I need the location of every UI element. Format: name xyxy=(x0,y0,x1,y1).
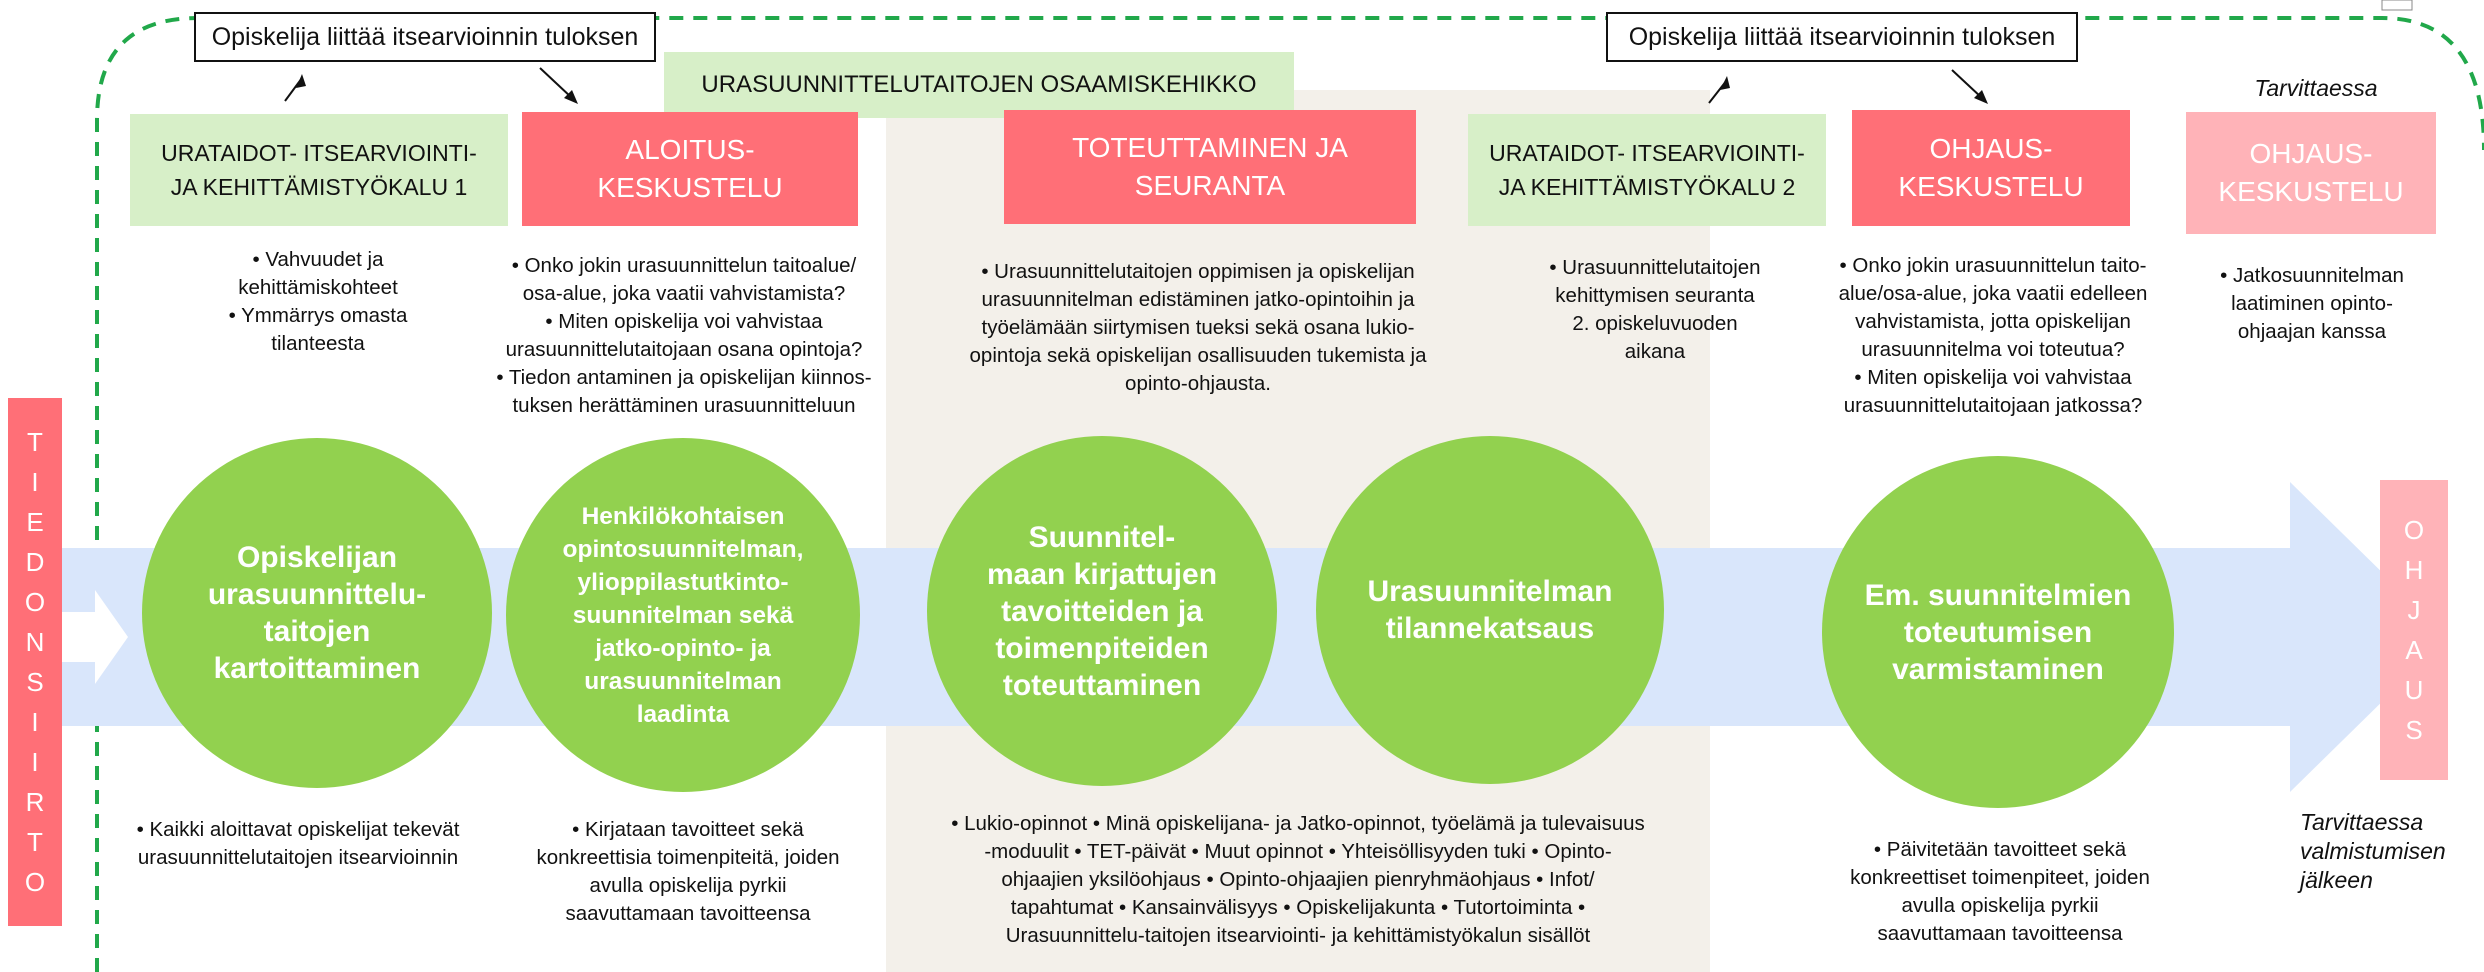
stage-self-assessment-1-label: URATAIDOT- ITSEARVIOINTI- JA KEHITTÄMIST… xyxy=(161,140,477,200)
top-text-3: • Urasuunnittelutaitojen oppimisen ja op… xyxy=(969,260,1427,395)
callout-right-text: Opiskelija liittää itsearvioinnin tuloks… xyxy=(1628,22,2056,51)
stage-ohjauskeskustelu-optional-label: OHJAUS- KESKUSTELU xyxy=(2218,138,2404,207)
side-letter: H xyxy=(2404,555,2424,585)
circle-toteuttaminen: Suunnitel- maan kirjattujen tavoitteiden… xyxy=(927,436,1277,786)
dashed-frame-line xyxy=(95,16,2484,972)
top-text-6: • Jatkosuunnitelman laatiminen opinto- o… xyxy=(2220,264,2404,343)
callout-arrow-right-down xyxy=(1951,69,1983,99)
logo-mark xyxy=(2381,0,2413,11)
stage-ohjauskeskustelu-optional: OHJAUS- KESKUSTELU xyxy=(2186,112,2436,234)
side-bar-tiedonsiirto: T I E D O N S I I R T O xyxy=(8,398,62,926)
side-letter: U xyxy=(2404,675,2424,705)
side-letter: A xyxy=(2405,635,2423,665)
stage-ohjauskeskustelu-label: OHJAUS- KESKUSTELU xyxy=(1898,133,2084,202)
side-letter: I xyxy=(31,707,39,737)
side-letter: T xyxy=(27,427,43,457)
circle-suunnitelman-laadinta: Henkilökohtaisen opintosuunnitelman, yli… xyxy=(506,438,860,792)
circle-varmistaminen: Em. suunnitelmien toteutumisen varmistam… xyxy=(1822,456,2174,808)
callout-left-text: Opiskelija liittää itsearvioinnin tuloks… xyxy=(211,22,639,51)
stage-self-assessment-2: URATAIDOT- ITSEARVIOINTI- JA KEHITTÄMIST… xyxy=(1468,114,1826,226)
top-text-4: • Urasuunnittelutaitojen kehittymisen se… xyxy=(1549,256,1761,363)
side-letter: O xyxy=(24,867,46,897)
bottom-text-2: • Kirjataan tavoitteet sekä konkreettisi… xyxy=(536,818,840,925)
side-letter: S xyxy=(2405,715,2423,745)
stage-aloituskeskustelu-label: ALOITUS- KESKUSTELU xyxy=(597,134,783,203)
circle-tilannekatsaus: Urasuunnitelman tilannekatsaus xyxy=(1316,436,1664,784)
side-bar-ohjaus: O H J A U S xyxy=(2380,480,2448,780)
side-letter: R xyxy=(25,787,45,817)
bottom-text-1: • Kaikki aloittavat opiskelijat tekevät … xyxy=(136,818,460,869)
side-letter: N xyxy=(25,627,45,657)
side-letter: D xyxy=(25,547,45,577)
stage-toteuttaminen: TOTEUTTAMINEN JA SEURANTA xyxy=(1004,110,1416,224)
stage-ohjauskeskustelu: OHJAUS- KESKUSTELU xyxy=(1852,110,2130,226)
framework-title-text: URASUUNNITTELUTAITOJEN OSAAMISKEHIKKO xyxy=(701,71,1257,98)
bottom-text-4: • Päivitetään tavoitteet sekä konkreetti… xyxy=(1850,838,2150,945)
stage-self-assessment-2-label: URATAIDOT- ITSEARVIOINTI- JA KEHITTÄMIST… xyxy=(1489,140,1805,200)
stage-aloituskeskustelu: ALOITUS- KESKUSTELU xyxy=(522,112,858,226)
side-letter: I xyxy=(31,747,39,777)
side-letter: T xyxy=(27,827,43,857)
callout-right: Opiskelija liittää itsearvioinnin tuloks… xyxy=(1606,12,2078,62)
side-letter: O xyxy=(24,587,46,617)
side-letter: S xyxy=(26,667,44,697)
side-letter: I xyxy=(31,467,39,497)
stage-toteuttaminen-label: TOTEUTTAMINEN JA SEURANTA xyxy=(1072,132,1348,201)
bottom-text-3: • Lukio-opinnot • Minä opiskelijana- ja … xyxy=(951,812,1645,947)
circle-kartoittaminen: Opiskelijan urasuunnittelu- taitojen kar… xyxy=(142,438,492,788)
side-letter: E xyxy=(26,507,44,537)
side-letter: J xyxy=(2407,595,2421,625)
framework-title: URASUUNNITTELUTAITOJEN OSAAMISKEHIKKO xyxy=(664,52,1294,118)
stage-self-assessment-1: URATAIDOT- ITSEARVIOINTI- JA KEHITTÄMIST… xyxy=(130,114,508,226)
tarvittaessa-label: Tarvittaessa xyxy=(2254,75,2378,101)
side-letter: O xyxy=(2403,515,2425,545)
callout-left: Opiskelija liittää itsearvioinnin tuloks… xyxy=(194,12,656,62)
small-start-arrow xyxy=(62,590,128,684)
top-text-1: • Vahvuudet ja kehittämiskohteet • Ymmär… xyxy=(228,248,408,355)
top-text-2: • Onko jokin urasuunnittelun taitoalue/ … xyxy=(496,254,872,417)
callout-arrow-left-down xyxy=(539,67,573,99)
top-text-5: • Onko jokin urasuunnittelun taito- alue… xyxy=(1838,254,2148,417)
tarvittaessa-after-graduation: Tarvittaessa valmistumisen jälkeen xyxy=(2300,809,2446,893)
